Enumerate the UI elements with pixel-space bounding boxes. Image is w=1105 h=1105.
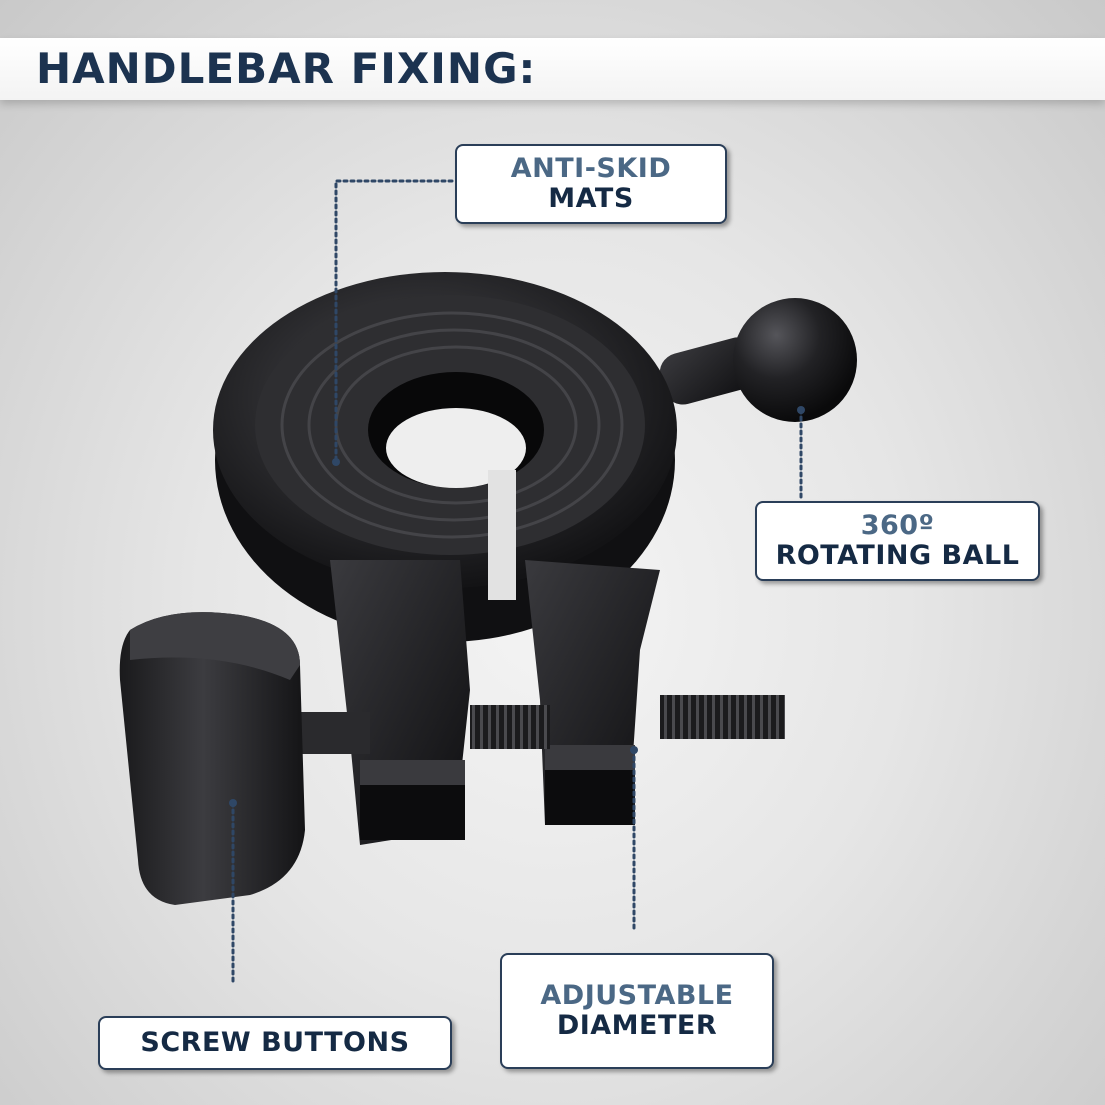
callout-rotating-ball-line2: ROTATING BALL	[775, 540, 1020, 571]
callout-adjustable-diameter: ADJUSTABLE DIAMETER	[500, 953, 774, 1069]
callout-rotating-ball-line1: 360º	[860, 510, 935, 541]
callout-adjustable-line1: ADJUSTABLE	[540, 980, 734, 1011]
rotating-ball	[733, 298, 857, 422]
title-bar	[0, 38, 1105, 100]
callout-rotating-ball: 360º ROTATING BALL	[755, 501, 1040, 581]
callout-anti-skid-line2: MATS	[548, 183, 634, 214]
page-title: HANDLEBAR FIXING:	[36, 44, 537, 93]
callout-screw-buttons-label: SCREW BUTTONS	[140, 1027, 410, 1058]
callout-anti-skid-mats: ANTI-SKID MATS	[455, 144, 727, 224]
callout-screw-buttons: SCREW BUTTONS	[98, 1016, 452, 1070]
screw-knob	[119, 612, 305, 905]
callout-adjustable-line2: DIAMETER	[556, 1010, 718, 1041]
callout-anti-skid-line1: ANTI-SKID	[510, 153, 672, 184]
threaded-screw	[300, 695, 785, 754]
clamp-jaws	[330, 560, 660, 845]
